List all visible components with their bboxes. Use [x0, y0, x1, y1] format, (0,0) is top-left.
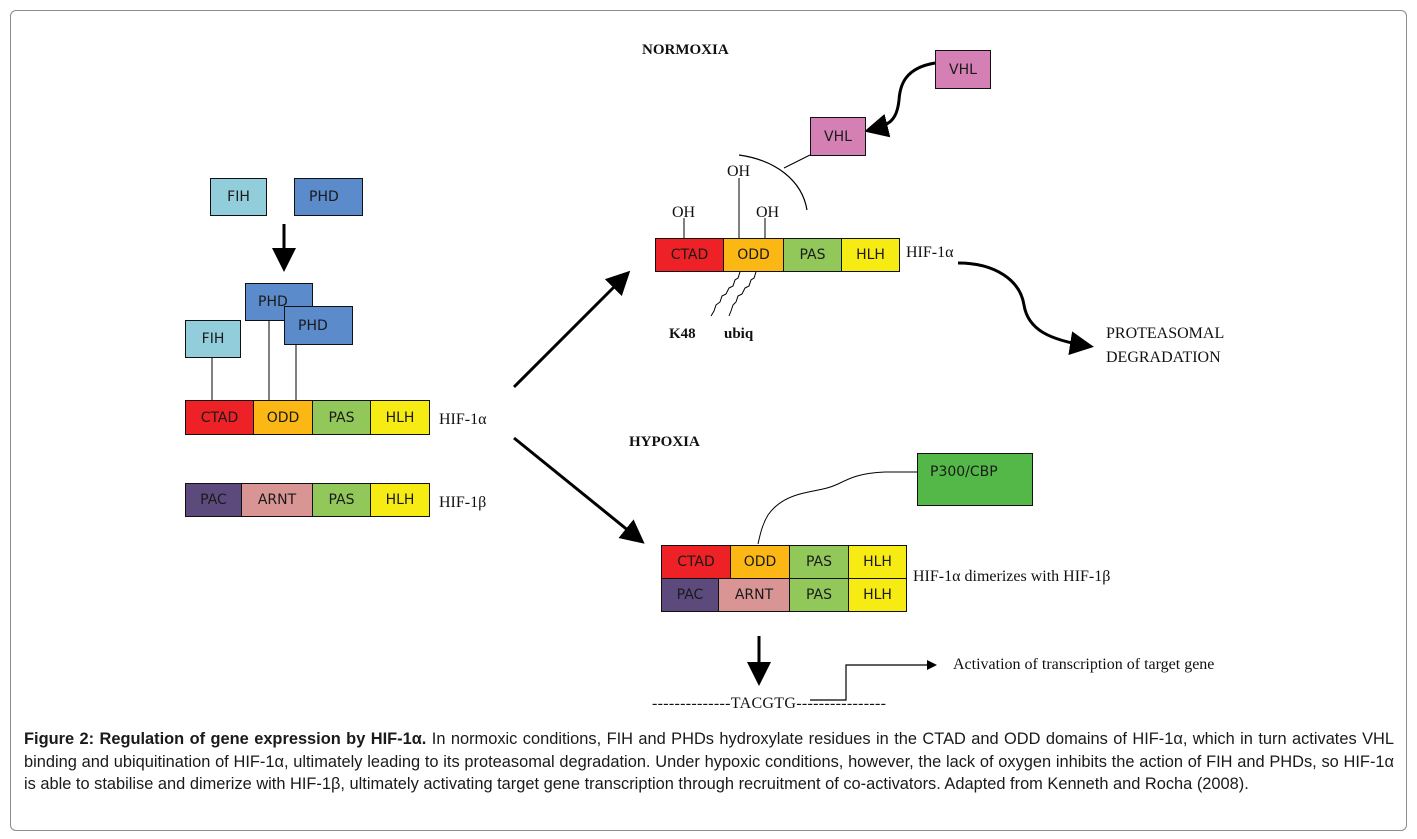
transcription-outcome: Activation of transcription of target ge… — [953, 656, 1215, 673]
domain-pas: PAS — [312, 483, 371, 517]
oh-label-ctad: OH — [672, 204, 696, 221]
domain-ctad: CTAD — [655, 238, 724, 272]
domain-pac: PAC — [661, 578, 719, 612]
vhl-binding-arc — [738, 154, 808, 211]
vhl-link-line — [783, 154, 811, 169]
left-hif1b-label: HIF-1β — [439, 494, 487, 511]
domain-arnt: ARNT — [718, 578, 790, 612]
vhl-free: VHL — [935, 50, 991, 89]
domain-odd: ODD — [730, 545, 790, 579]
hypoxia-title: HYPOXIA — [629, 434, 700, 450]
dna-sequence: --------------TACGTG---------------- — [652, 695, 887, 712]
domain-ctad: CTAD — [185, 400, 254, 435]
ubiq-label: ubiq — [724, 326, 754, 342]
domain-hlh: HLH — [370, 400, 430, 435]
degradation-arrow — [957, 261, 1094, 356]
domain-odd: ODD — [253, 400, 313, 435]
degradation-label-line2: DEGRADATION — [1106, 349, 1221, 366]
domain-hlh: HLH — [848, 578, 907, 612]
caption-title: Figure 2: Regulation of gene expression … — [24, 730, 427, 748]
transcription-arrow — [810, 660, 937, 701]
oh-label-odd: OH — [756, 204, 780, 221]
degradation-label-line1: PROTEASOMAL — [1106, 325, 1225, 342]
k48-label: K48 — [669, 326, 696, 342]
domain-hlh: HLH — [848, 545, 907, 579]
phd-enzyme-bound-2: PHD — [284, 306, 353, 345]
domain-ctad: CTAD — [661, 545, 731, 579]
left-hif1a-label: HIF-1α — [439, 411, 487, 428]
ubiq-chain — [728, 271, 757, 317]
p300-cbp-coactivator: P300/CBP — [917, 453, 1033, 506]
domain-odd: ODD — [723, 238, 784, 272]
vhl-bound: VHL — [810, 117, 866, 156]
phd-enzyme-bound-1: PHD — [245, 283, 313, 321]
domain-pas: PAS — [312, 400, 371, 435]
domain-hlh: HLH — [841, 238, 900, 272]
normoxia-hif1a-label: HIF-1α — [906, 244, 954, 261]
dimer-label: HIF-1α dimerizes with HIF-1β — [913, 568, 1111, 585]
fih-enzyme-bound: FIH — [185, 320, 241, 358]
arrow-to-normoxia — [512, 270, 631, 389]
domain-pas: PAS — [783, 238, 842, 272]
domain-pas: PAS — [789, 578, 849, 612]
figure-frame — [10, 10, 1407, 831]
domain-pac: PAC — [185, 483, 242, 517]
k48-chain — [710, 271, 741, 317]
fih-enzyme-free: FIH — [210, 178, 267, 216]
domain-arnt: ARNT — [241, 483, 313, 517]
domain-hlh: HLH — [370, 483, 430, 517]
figure-caption: Figure 2: Regulation of gene expression … — [24, 728, 1394, 796]
p300-link — [757, 471, 917, 545]
vhl-recruit-arrow — [864, 61, 936, 138]
caption-body: In normoxic conditions, FIH and PHDs hyd… — [24, 730, 1394, 793]
arrow-to-hypoxia — [513, 436, 645, 544]
phd-enzyme-free: PHD — [294, 178, 363, 216]
normoxia-title: NORMOXIA — [642, 42, 729, 58]
oh-label-odd-top: OH — [727, 163, 751, 180]
domain-pas: PAS — [789, 545, 849, 579]
